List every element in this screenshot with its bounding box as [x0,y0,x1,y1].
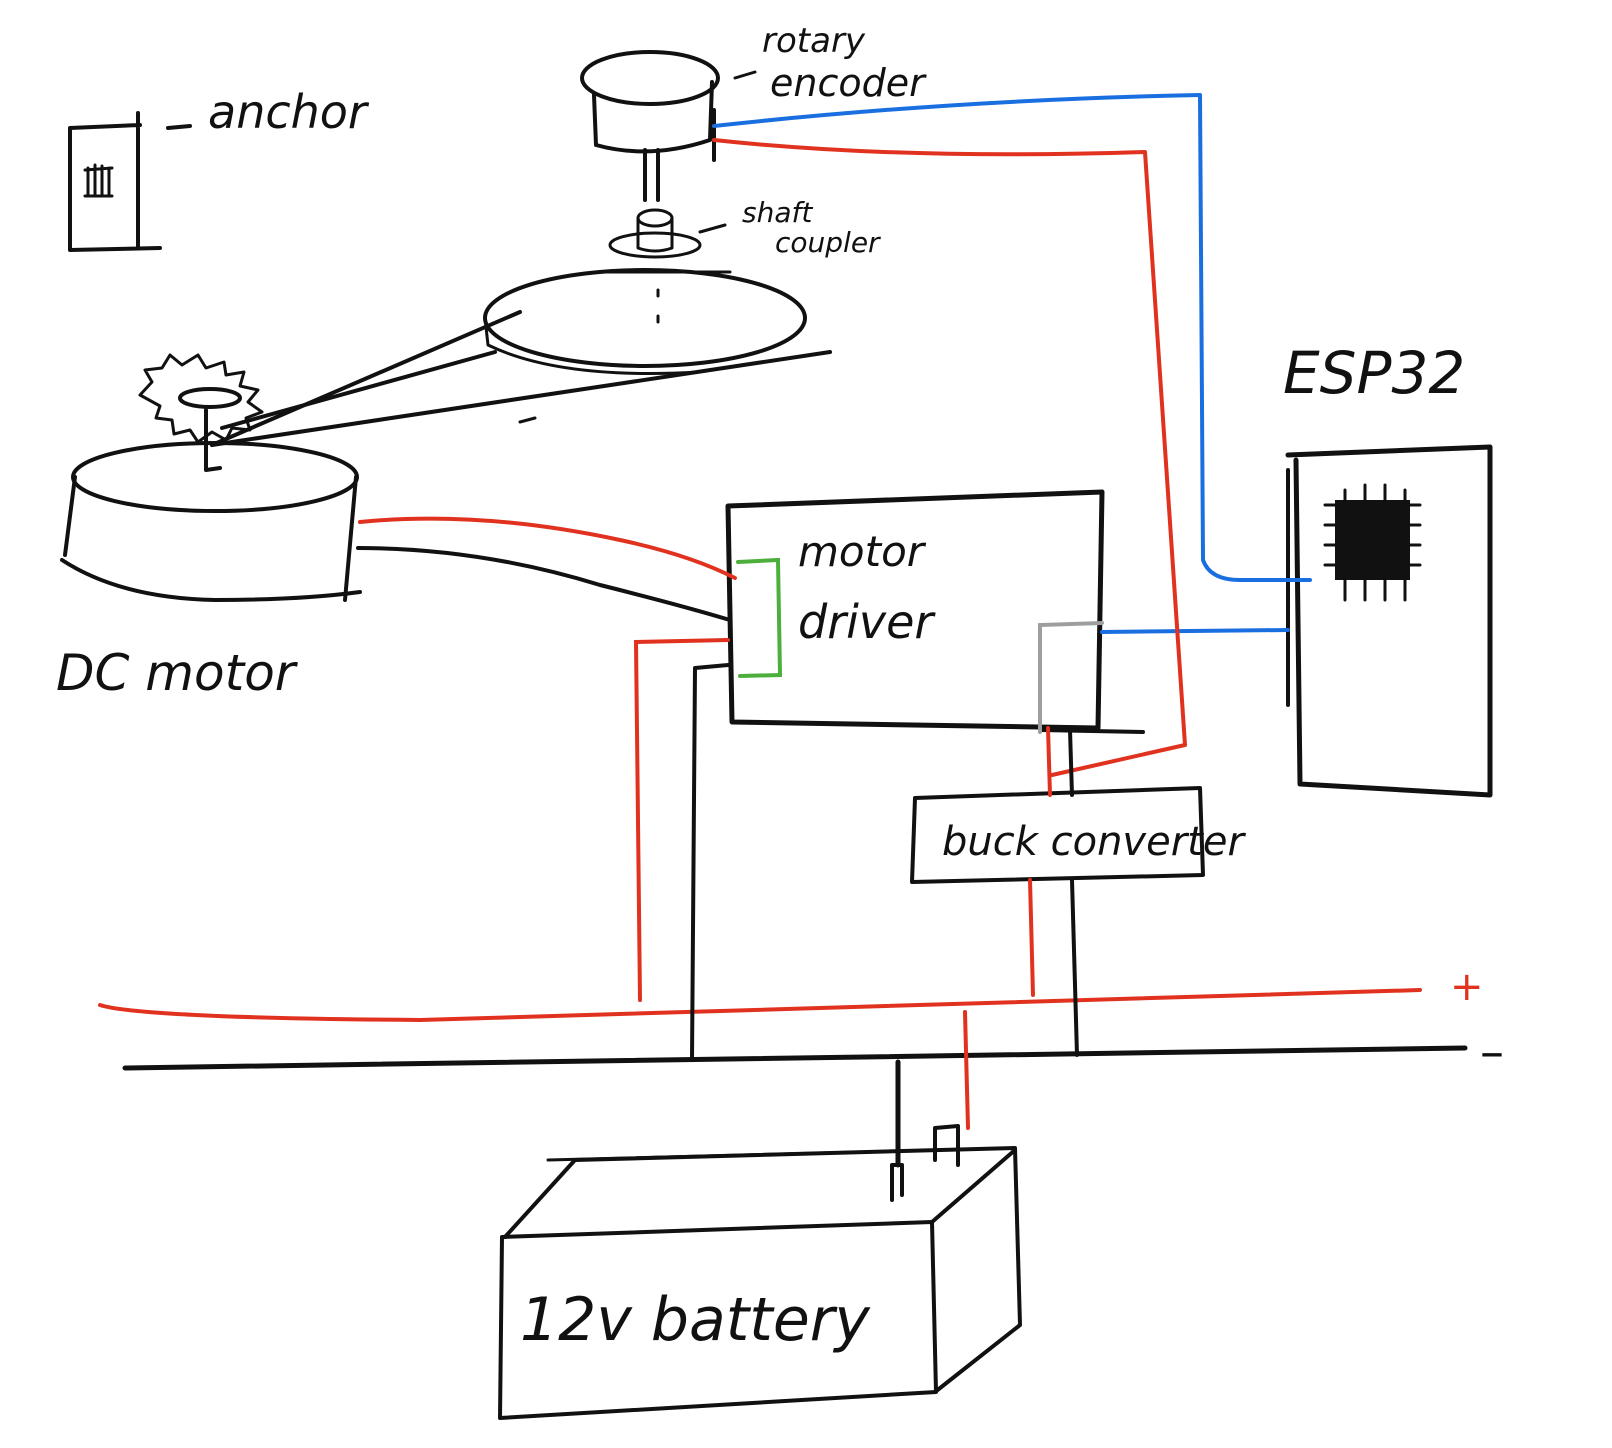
anchor-label: anchor [208,85,370,139]
motor-driver-label-line2: driver [798,595,936,649]
esp32-chip [1335,500,1410,580]
negative-rail [122,1045,1468,1071]
rotary-encoder-label-line2: encoder [770,61,927,105]
buck-converter-label: buck converter [942,819,1246,865]
esp32-label: ESP32 [1283,339,1465,407]
buck-converter-component: buck converter [910,786,1246,884]
buck-positive-supply-wire [1028,878,1035,997]
negative-rail-label: – [1480,1024,1504,1080]
shaft-coupler-label-line2: coupler [775,226,881,259]
esp32-component: ESP32 [1283,339,1493,798]
motor-driver-label-line1: motor [798,527,927,576]
battery-component: 12v battery [498,1124,1022,1420]
driver-buck-ground-wire [1068,728,1074,797]
driven-pulley [483,268,807,375]
driver-esp32-signal-wire [1100,628,1290,634]
positive-rail-label: + [1450,964,1484,1010]
shaft-coupler-label-line1: shaft [742,196,813,229]
motor-driver-gray-header [1038,621,1104,734]
motor-driver-green-terminal [736,557,783,678]
dc-motor-label: DC motor [56,644,299,702]
wires [356,93,1312,1168]
driver-buck-power-wire [1046,726,1052,797]
motor-driver-component: motor driver [725,489,1145,734]
power-rails: + – [98,964,1504,1080]
encoder-power-wire [712,138,1187,777]
motor-lead-positive [358,516,737,580]
buck-negative-supply-wire [1070,878,1079,1057]
dc-motor-component: DC motor [56,441,362,702]
shaft-coupler-component: shaft coupler [608,196,881,259]
driver-positive-supply-wire [633,638,730,1002]
positive-rail [98,988,1422,1023]
encoder-signal-wire [712,93,1312,582]
battery-label: 12v battery [520,1285,871,1355]
anchor-component: anchor [68,85,370,252]
drive-belt [210,310,832,447]
battery-positive-lead [963,1010,970,1130]
rotary-encoder-label-line1: rotary [762,21,866,61]
motor-lead-negative [356,546,732,622]
driver-negative-supply-wire [690,663,730,1062]
rotary-encoder-component: rotary encoder [580,21,927,202]
motor-gear [138,353,264,472]
